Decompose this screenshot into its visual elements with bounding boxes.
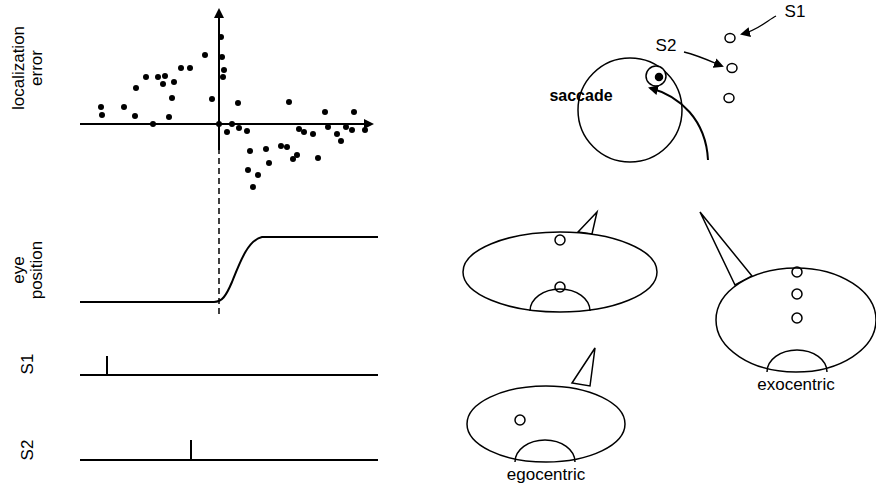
axis-label: localization error	[10, 18, 46, 118]
axis-label: eye position	[10, 229, 46, 311]
eyeball	[578, 58, 682, 162]
eye-trace	[80, 237, 378, 302]
view-caption: egocentric	[465, 465, 627, 485]
egocentric-bubble: egocentric	[465, 384, 627, 485]
signal-label: S2	[656, 37, 677, 55]
saccade-arrow	[650, 88, 708, 160]
scatter-dots	[98, 34, 368, 190]
signal-label: saccade	[549, 88, 612, 105]
stimulus-traces	[80, 356, 378, 460]
view-bubble	[463, 232, 657, 312]
bubble-outline	[714, 266, 876, 376]
axis-label: S2	[19, 430, 37, 470]
bubble-outline	[465, 384, 627, 466]
target-pointers	[684, 16, 776, 66]
onset-line	[218, 128, 220, 316]
targets	[724, 34, 737, 103]
view-caption: exocentric	[714, 375, 876, 395]
axis-label: S1	[19, 344, 37, 384]
exocentric-bubble: exocentric	[714, 266, 876, 395]
scatter-axes	[80, 10, 372, 150]
signal-label: S1	[785, 3, 806, 21]
